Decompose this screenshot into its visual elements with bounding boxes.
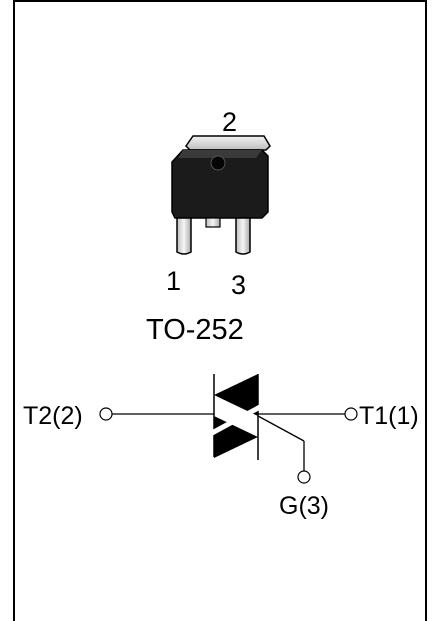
terminal-t1-node xyxy=(344,407,358,421)
page-frame xyxy=(13,0,427,621)
package-tab xyxy=(185,135,271,151)
triac-diagonal-gap xyxy=(210,404,262,436)
package-drawing xyxy=(171,135,271,255)
package-body xyxy=(171,149,269,219)
pin-label-2: 2 xyxy=(222,107,237,137)
terminal-label-t1: T1(1) xyxy=(359,402,419,430)
pin-label-3: 3 xyxy=(231,270,246,300)
terminal-t2-node xyxy=(99,407,113,421)
terminal-gate-node xyxy=(297,470,311,484)
package-body-face xyxy=(178,150,262,158)
package-lead-3 xyxy=(235,217,251,255)
triac-symbol xyxy=(99,374,358,484)
package-lead-1 xyxy=(176,217,192,255)
package-center-stub xyxy=(205,217,221,228)
package-hole xyxy=(210,155,226,171)
triac-triangle-upper xyxy=(214,374,258,416)
terminal-label-gate: G(3) xyxy=(279,492,329,520)
package-name: TO-252 xyxy=(146,314,244,346)
wire-gate-diagonal xyxy=(257,415,305,442)
terminal-label-t2: T2(2) xyxy=(23,402,83,430)
pin-label-1: 1 xyxy=(166,266,181,296)
